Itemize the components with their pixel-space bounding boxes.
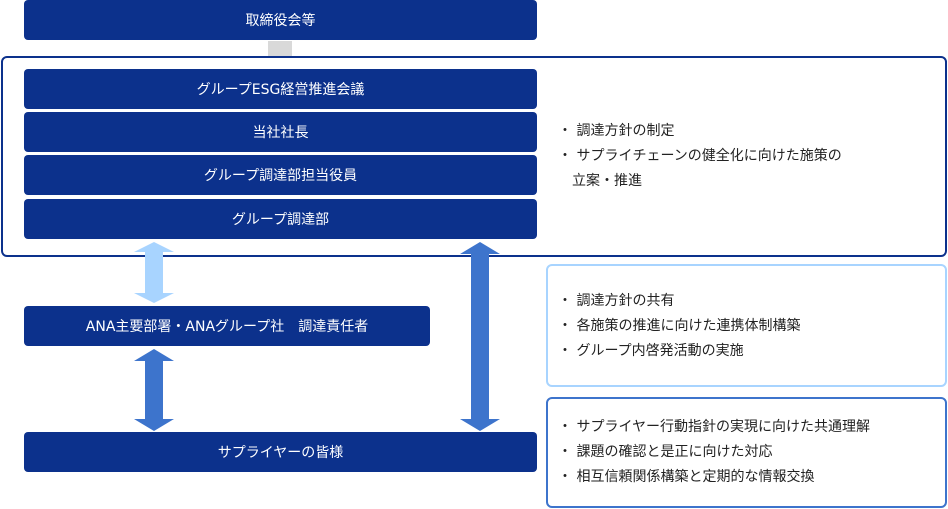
note: ・ 調達方針の共有 bbox=[558, 293, 675, 309]
double-arrow-light bbox=[134, 242, 174, 303]
note: ・ 調達方針の制定 bbox=[558, 123, 675, 139]
note: ・ グループ内啓発活動の実施 bbox=[558, 343, 744, 359]
committee-notes: ・ 調達方針の制定 ・ サプライチェーンの健全化に向けた施策の 立案・推進 bbox=[558, 119, 842, 194]
double-arrow-long bbox=[460, 242, 500, 431]
board-box: 取締役会等 bbox=[24, 0, 537, 40]
note: ・ 各施策の推進に向けた連携体制構築 bbox=[558, 318, 801, 334]
suppliers-box: サプライヤーの皆様 bbox=[24, 432, 537, 472]
note: ・ サプライチェーンの健全化に向けた施策の bbox=[558, 148, 842, 164]
note: ・ サプライヤー行動指針の実現に向けた共通理解 bbox=[558, 419, 871, 435]
manager-notes: ・ 調達方針の共有 ・ 各施策の推進に向けた連携体制構築 ・ グループ内啓発活動… bbox=[558, 289, 800, 364]
double-arrow-mid bbox=[134, 349, 174, 431]
note: ・ 相互信頼関係構築と定期的な情報交換 bbox=[558, 469, 815, 485]
supplier-notes: ・ サプライヤー行動指針の実現に向けた共通理解 ・ 課題の確認と是正に向けた対応… bbox=[558, 415, 870, 490]
president: 当社社長 bbox=[24, 112, 537, 152]
group-managers: ANA主要部署・ANAグループ社 調達責任者 bbox=[24, 306, 430, 346]
procurement-officer: グループ調達部担当役員 bbox=[24, 155, 537, 195]
manager-notes-box bbox=[546, 264, 947, 387]
note: 立案・推進 bbox=[558, 173, 642, 189]
supplier-notes-box bbox=[546, 397, 947, 508]
procurement-dept: グループ調達部 bbox=[24, 199, 537, 239]
esg-council: グループESG経営推進会議 bbox=[24, 69, 537, 109]
note: ・ 課題の確認と是正に向けた対応 bbox=[558, 444, 773, 460]
